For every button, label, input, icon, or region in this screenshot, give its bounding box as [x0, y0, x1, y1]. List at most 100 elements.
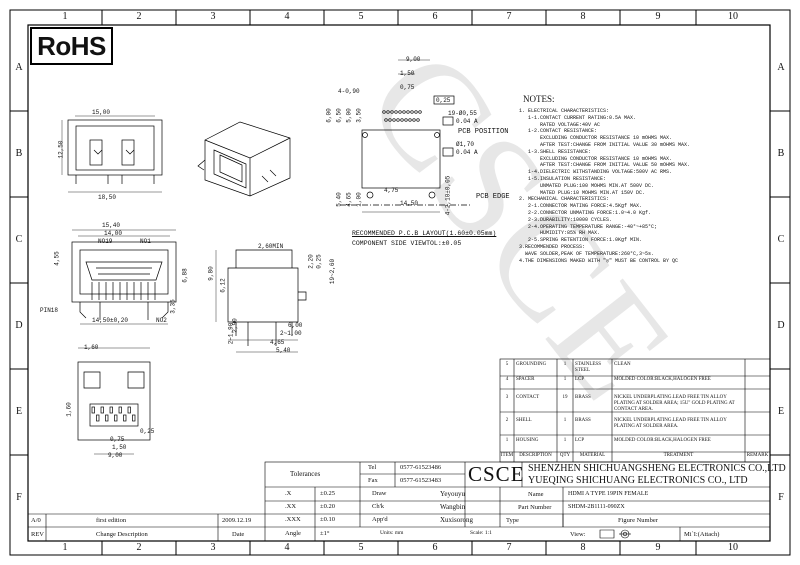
- isometric-view: [197, 121, 291, 197]
- dim-label: 9,00: [406, 56, 421, 63]
- signoff-role: App'd: [372, 516, 388, 523]
- dim-label: Ø1,70: [456, 141, 475, 148]
- grid-col-label: 2: [136, 11, 142, 22]
- dim-label: 2,20: [307, 254, 315, 269]
- grid-col-label: 1: [62, 11, 68, 22]
- note-line: 1-3.SHELL RESISTANCE:: [519, 148, 592, 155]
- grid-col-label: 4: [284, 542, 290, 553]
- dim-label: 12,50: [57, 140, 65, 159]
- rev-date: 2009.12.19: [222, 517, 252, 524]
- grid-col-label: 7: [506, 542, 512, 553]
- tolerances-label: Tolerances: [290, 470, 321, 478]
- dim-label: 4,75: [384, 187, 399, 194]
- dim-label: NO2: [156, 317, 167, 324]
- grid-col-label: 6: [432, 11, 438, 22]
- note-line: 2-4.OPERATING TEMPERATURE RANGE:-40°~+85…: [519, 223, 658, 230]
- note-line: EXCLUDING CONDUCTOR RESISTANCE 10 mOHMS …: [519, 135, 673, 142]
- part-number-label: Part Number: [518, 504, 552, 511]
- signoff-person: Wangbin: [440, 503, 466, 511]
- dim-label: 0,25: [315, 254, 323, 269]
- attach-label: Mi`I:(Attach): [684, 531, 720, 538]
- pcb-layout-title: RECOMMENDED P.C.B LAYOUT(1.60±0.05mm): [352, 230, 497, 237]
- bom-material: LCP: [575, 437, 585, 443]
- rev-header: REV: [31, 531, 44, 538]
- dim-label: 0,75: [110, 436, 125, 443]
- grid-col-label: 3: [210, 542, 216, 553]
- name-label: Name: [528, 491, 544, 498]
- note-line: 2-1.CONNECTOR MATING FORCE:4.5Kgf MAX.: [519, 203, 643, 210]
- tolerance-label: .XX: [285, 503, 297, 510]
- type-label: Type: [506, 517, 519, 524]
- bom-material: BRASS: [575, 394, 591, 400]
- note-line: 1-2.CONTACT RESISTANCE:: [519, 128, 598, 135]
- note-line: HUMIDITY:85% RH MAX.: [519, 230, 601, 237]
- rev-value: A/0: [31, 517, 41, 524]
- grid-col-label: 2: [136, 542, 142, 553]
- grid-row-label: E: [777, 406, 785, 417]
- company-name-2: YUEQING SHICHUANG ELECTRONICS CO., LTD: [528, 475, 748, 486]
- note-line: 3.RECOMMENDED PROCESS:: [519, 243, 586, 250]
- dim-label: PIN18: [40, 307, 59, 314]
- dim-label: 1,60: [84, 344, 99, 351]
- bom-treatment: NICKEL UNDERPLATING.LEAD FREE TIN ALLOY …: [614, 417, 727, 429]
- bom-header-treatment: TREATMENT: [663, 453, 694, 458]
- title-block-symbol: [599, 529, 631, 539]
- dim-label: 4,55: [53, 251, 61, 266]
- rev-description: first edition: [96, 517, 127, 524]
- top-view: [61, 115, 163, 193]
- dim-label: 15,40: [102, 222, 121, 229]
- bom-header-remark: REMARK: [746, 453, 769, 458]
- company-name-1: SHENZHEN SHICHUANGSHENG ELECTRONICS CO.,…: [528, 463, 786, 474]
- signoff-role: Ch'k: [372, 503, 385, 510]
- grid-row-label: F: [16, 492, 22, 503]
- bom-treatment: MOLDED COLOR:BLACK,HALOGEN FREE: [614, 437, 711, 443]
- grid-row-label: B: [15, 148, 23, 159]
- dim-label: 0,25: [436, 97, 451, 104]
- bom-item: 3: [505, 394, 509, 400]
- signoff-person: Scale: 1:1: [470, 530, 492, 536]
- grid-row-label: D: [777, 320, 785, 331]
- note-line: 2-2.CONNECTOR UNMATING FORCE:1.0~4.0 Kgf…: [519, 209, 652, 216]
- dim-label: 4,65: [270, 339, 285, 346]
- bom-desc: SPACER: [516, 377, 535, 382]
- note-line: 1-4.DIELECTRIC WITHSTANDING VOLTAGE:500V…: [519, 169, 673, 176]
- bom-qty: 19: [562, 394, 568, 400]
- pcb-layout: [340, 59, 470, 213]
- dim-label: 19-Ø0,55: [448, 110, 477, 117]
- bom-item: 4: [505, 377, 509, 382]
- bom-desc: GROUNDING: [516, 361, 547, 367]
- bom-treatment: MOLDED COLOR:BLACK,HALOGEN FREE: [614, 377, 711, 382]
- grid-col-label: 3: [210, 11, 216, 22]
- grid-col-label: 8: [580, 542, 586, 553]
- dim-label: 1,00: [355, 192, 363, 207]
- dim-label: 2,60MIN: [258, 243, 284, 250]
- dim-label: NO1: [140, 238, 151, 245]
- dim-label: PCB EDGE: [476, 193, 510, 201]
- grid-col-label: 10: [728, 542, 738, 553]
- dim-label: 5,40: [335, 192, 343, 207]
- bom-item: 5: [505, 361, 509, 367]
- grid-row-label: B: [777, 148, 785, 159]
- signoff-role: Draw: [372, 490, 387, 497]
- dim-label: 1,50: [400, 70, 415, 77]
- fax-label: Fax: [368, 477, 378, 484]
- dim-label: 6,12: [219, 278, 227, 293]
- dim-label: 2~1,00: [280, 330, 302, 337]
- signoff-person: Xuxisorong: [440, 516, 474, 524]
- note-line: AFTER TEST:CHANGE FROM INITIAL VALUE 30 …: [519, 141, 691, 148]
- dim-label: 9,00: [108, 452, 123, 459]
- notes-list: 1. ELECTRICAL CHARACTERISTICS: 1-1.CONTA…: [519, 108, 690, 264]
- note-line: WAVE SOLDER,PEAK OF TEMPERATURE:260°C,3~…: [519, 250, 655, 257]
- tel-label: Tel: [368, 464, 377, 471]
- dim-label: PCB POSITION: [458, 128, 509, 136]
- dim-label: 6,50: [335, 108, 343, 123]
- grid-row-label: C: [777, 234, 785, 245]
- grid-col-label: 4: [284, 11, 290, 22]
- dim-label: 5,40: [276, 347, 291, 354]
- date-header: Date: [232, 531, 245, 538]
- dim-label: 4-2,10±0,05: [444, 175, 452, 216]
- product-name: HDMI A TYPE 19PIN FEMALE: [568, 491, 649, 497]
- bom-qty: 1: [563, 437, 567, 443]
